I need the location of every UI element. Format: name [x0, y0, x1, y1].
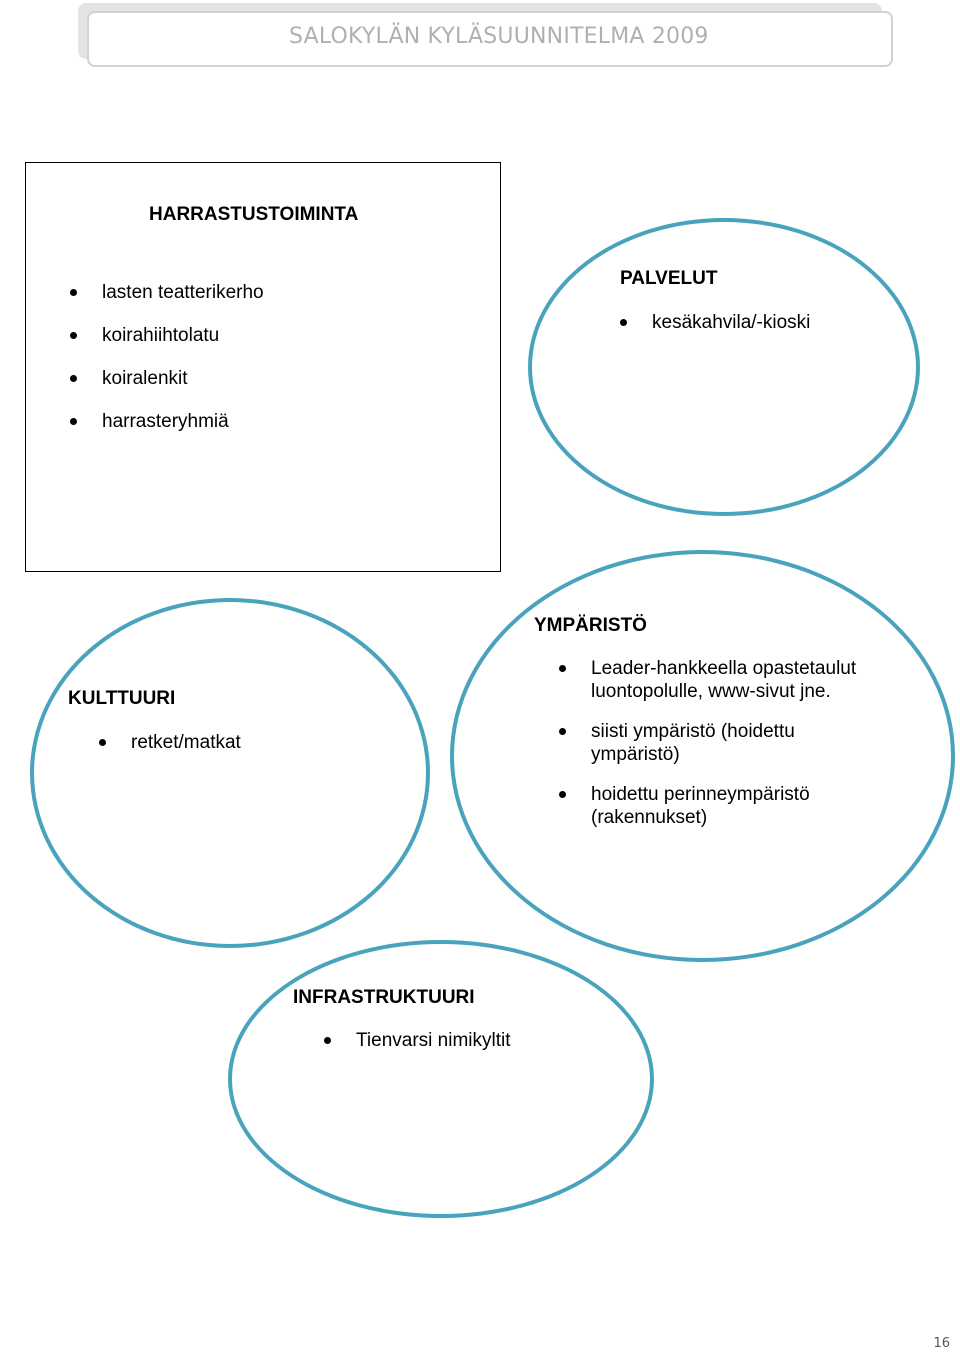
- list-item: koirahiihtolatu: [70, 324, 264, 347]
- ymparisto-list: Leader-hankkeella opastetaulut luontopol…: [559, 657, 856, 829]
- palvelut-list: kesäkahvila/-kioski: [620, 311, 810, 334]
- kulttuuri-heading: KULTTUURI: [68, 688, 176, 709]
- palvelut-heading: PALVELUT: [620, 268, 718, 289]
- infrastruktuuri-ellipse: [228, 940, 654, 1218]
- list-item: harrasteryhmiä: [70, 410, 264, 433]
- list-item: koiralenkit: [70, 367, 264, 390]
- bullet-icon: [70, 332, 77, 339]
- infrastruktuuri-list: Tienvarsi nimikyltit: [324, 1029, 511, 1052]
- harrastustoiminta-list: lasten teatterikerho koirahiihtolatu koi…: [70, 281, 264, 433]
- palvelut-ellipse: [528, 218, 920, 516]
- list-item: Leader-hankkeella opastetaulut luontopol…: [559, 657, 856, 703]
- list-item: hoidettu perinneympäristö (rakennukset): [559, 783, 856, 829]
- bullet-icon: [99, 739, 106, 746]
- bullet-icon: [324, 1037, 331, 1044]
- bullet-icon: [620, 319, 627, 326]
- bullet-icon: [559, 665, 566, 672]
- bullet-icon: [70, 375, 77, 382]
- bullet-icon: [70, 289, 77, 296]
- infrastruktuuri-heading: INFRASTRUKTUURI: [293, 987, 475, 1008]
- ymparisto-ellipse: [450, 550, 955, 962]
- harrastustoiminta-box: [25, 162, 501, 572]
- bullet-icon: [559, 791, 566, 798]
- list-item: kesäkahvila/-kioski: [620, 311, 810, 334]
- list-item: lasten teatterikerho: [70, 281, 264, 304]
- list-item: retket/matkat: [99, 731, 241, 754]
- ymparisto-heading: YMPÄRISTÖ: [534, 615, 647, 636]
- kulttuuri-ellipse: [30, 598, 430, 948]
- document-title: SALOKYLÄN KYLÄSUUNNITELMA 2009: [289, 24, 709, 49]
- harrastustoiminta-heading: HARRASTUSTOIMINTA: [149, 204, 359, 225]
- bullet-icon: [70, 418, 77, 425]
- document-header: SALOKYLÄN KYLÄSUUNNITELMA 2009: [87, 11, 893, 67]
- kulttuuri-list: retket/matkat: [99, 731, 241, 754]
- list-item: siisti ympäristö (hoidettu ympäristö): [559, 720, 856, 766]
- bullet-icon: [559, 728, 566, 735]
- list-item: Tienvarsi nimikyltit: [324, 1029, 511, 1052]
- page-number: 16: [933, 1336, 950, 1351]
